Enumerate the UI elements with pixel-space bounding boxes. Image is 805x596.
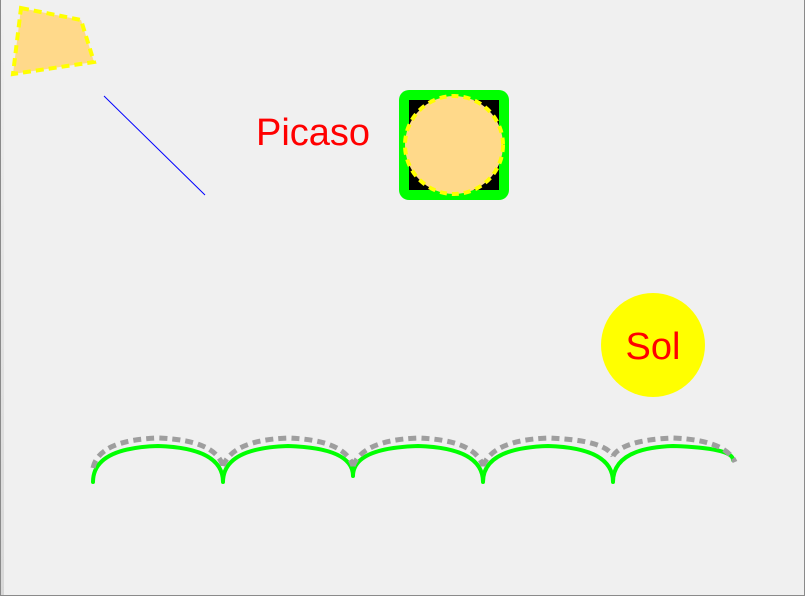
picaso-label: Picaso [256,112,370,154]
square-with-circle-shape [399,90,509,200]
green-arcs [91,443,735,484]
window-left-edge [1,0,4,595]
blue-diagonal-line [103,95,206,196]
sol-label: Sol [626,326,681,368]
sun-circle [601,293,705,397]
sun-shape: Sol [601,293,705,397]
top-left-quadrilateral [10,5,97,77]
wave-arcs [90,435,738,484]
dashed-circle [403,94,505,196]
